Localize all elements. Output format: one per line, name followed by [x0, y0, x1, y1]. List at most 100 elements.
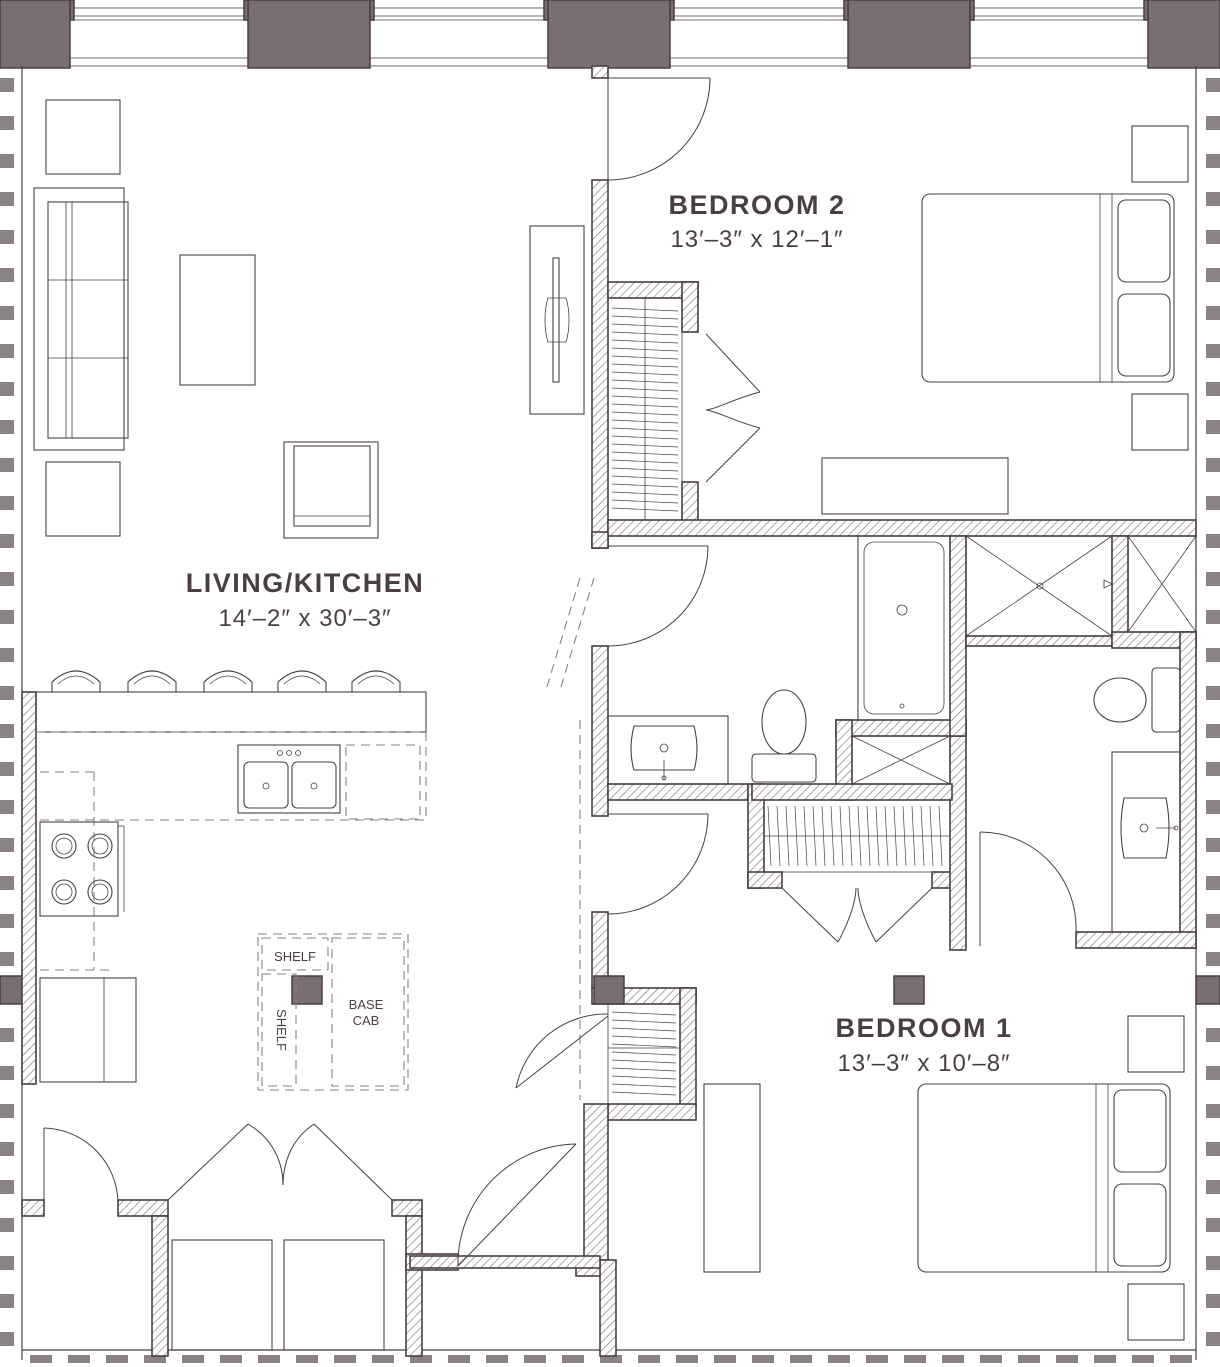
hanger: [611, 451, 679, 456]
bar-stool-back: [133, 675, 171, 685]
hanger: [938, 805, 943, 867]
bed-br1: [917, 1083, 1171, 1273]
wall-dash: [600, 1355, 622, 1363]
wall-dash: [0, 344, 14, 358]
wall-dash: [0, 458, 14, 472]
wall-dash: [1170, 1355, 1192, 1363]
hanger: [611, 435, 679, 440]
wall-dash: [0, 1218, 14, 1232]
hanger: [767, 805, 772, 867]
vanity-bath2: [607, 715, 729, 785]
wall-dash: [0, 762, 14, 776]
hanger: [857, 805, 862, 867]
wall-dash: [1206, 724, 1220, 738]
coffee-table: [179, 254, 256, 386]
bedroom2-name: BEDROOM 2: [668, 190, 845, 220]
sofa: [33, 187, 129, 451]
pier-top-2: [247, 0, 371, 69]
bar-stool: [51, 670, 101, 692]
bedroom1-name: BEDROOM 1: [835, 1013, 1012, 1043]
wall-dash: [562, 1355, 584, 1363]
wall-dash: [448, 1355, 470, 1363]
bedroom2-dims: 13′–3″ x 12′–1″: [670, 226, 843, 253]
bathrooms: [607, 535, 1197, 933]
wall-dash: [0, 230, 14, 244]
wall-dash: [0, 420, 14, 434]
wall-dash: [1206, 800, 1220, 814]
wall-dash: [1206, 1142, 1220, 1156]
vanity-master: [1111, 751, 1181, 933]
dresser-br1: [703, 1083, 761, 1273]
hanger: [611, 355, 679, 360]
kitchen: SHELF SHELF BASE CAB: [35, 670, 427, 1091]
bedroom2-furniture: [821, 125, 1189, 515]
wall-dash: [904, 1355, 926, 1363]
hanger: [611, 331, 679, 336]
wall-dash: [1206, 230, 1220, 244]
wall-dash: [1206, 952, 1220, 966]
side-table-2: [45, 461, 121, 537]
room-labels: LIVING/KITCHEN 14′–2″ x 30′–3″ BEDROOM 2…: [186, 190, 1012, 1077]
column-kitchen: [291, 975, 323, 1005]
hanger: [785, 805, 790, 867]
nightstand-br1-2: [1127, 1283, 1185, 1341]
hanger: [611, 1027, 677, 1032]
wall-dash: [296, 1355, 318, 1363]
hanger: [920, 805, 925, 867]
hanger: [611, 315, 679, 320]
left-wall-dashes: [0, 78, 14, 1346]
hanger: [902, 805, 907, 867]
wall-dash: [0, 648, 14, 662]
doors: [43, 77, 1077, 1267]
wall-dash: [714, 1355, 736, 1363]
hanger: [611, 1075, 677, 1080]
wall-dash: [1206, 1256, 1220, 1270]
wall-dash: [0, 1104, 14, 1118]
hanger: [929, 805, 934, 867]
bar-stool-back: [57, 675, 95, 685]
wall-dash: [0, 572, 14, 586]
wall-dash: [372, 1355, 394, 1363]
wall-dash: [1206, 458, 1220, 472]
hanger: [875, 805, 880, 867]
hanger: [611, 1091, 677, 1096]
hanger: [611, 459, 679, 464]
wall-dash: [0, 1180, 14, 1194]
living-kitchen-name: LIVING/KITCHEN: [186, 568, 425, 598]
wall-dash: [0, 1294, 14, 1308]
pier-top-4: [847, 0, 971, 69]
wall-dash: [0, 268, 14, 282]
wall-dash: [1132, 1355, 1154, 1363]
bathtub: [857, 535, 951, 721]
hanger: [803, 805, 808, 867]
hanger: [611, 483, 679, 488]
hanger: [611, 1051, 677, 1056]
wall-dash: [1206, 420, 1220, 434]
wall-dash: [980, 1355, 1002, 1363]
wall-dash: [1206, 1294, 1220, 1308]
armchair: [283, 441, 379, 539]
hanger: [611, 427, 679, 432]
wall-dash: [30, 1355, 52, 1363]
wall-dash: [828, 1355, 850, 1363]
wall-dash: [524, 1355, 546, 1363]
wall-dash: [676, 1355, 698, 1363]
bottom-wall-dashes: [30, 1355, 1192, 1363]
nightstand-br1-1: [1127, 1015, 1185, 1073]
bed-br2: [921, 193, 1175, 383]
pantry-shelf-side-label: SHELF: [274, 1009, 289, 1051]
bar-stool-back: [209, 675, 247, 685]
wall-dash: [1018, 1355, 1040, 1363]
wall-dash: [1206, 876, 1220, 890]
hanger: [830, 805, 835, 867]
wall-dash: [0, 876, 14, 890]
wall-dash: [1206, 1332, 1220, 1346]
wall-dash: [1206, 762, 1220, 776]
wall-dash: [1206, 1180, 1220, 1194]
hanger: [611, 1067, 677, 1072]
hanger: [611, 475, 679, 480]
stove: [39, 821, 125, 917]
toilet-master: [1093, 667, 1181, 733]
hanger: [611, 411, 679, 416]
